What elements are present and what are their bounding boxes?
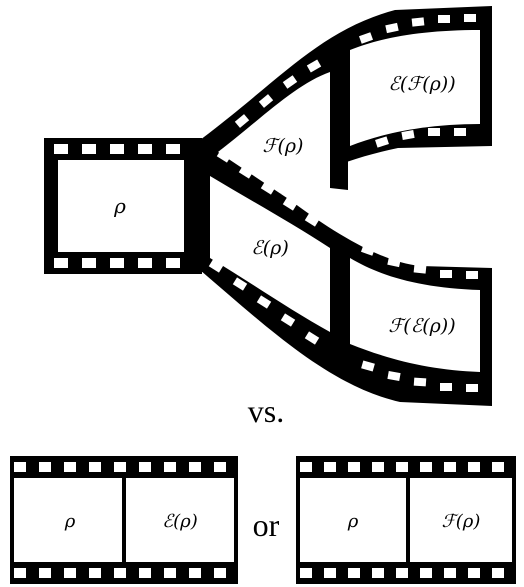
sprocket-hole <box>138 144 152 154</box>
sprocket-hole <box>189 462 201 472</box>
sprocket-hole <box>468 462 480 472</box>
separator-text: vs. <box>248 393 284 429</box>
left-strip-sprocket-holes-top <box>14 462 226 472</box>
sprocket-hole <box>89 462 101 472</box>
sprocket-hole <box>14 568 26 578</box>
sprocket-hole <box>348 568 360 578</box>
right-strip-frame-1 <box>300 478 406 562</box>
input-label: ρ <box>113 194 126 218</box>
upper-branch-film-strip <box>200 6 492 196</box>
sprocket-holes-bottom <box>54 258 180 268</box>
right-strip-second-label: ℱ(ρ) <box>442 511 481 532</box>
sprocket-hole <box>82 258 96 268</box>
sprocket-hole <box>110 144 124 154</box>
input-film-strip <box>44 138 202 274</box>
sprocket-hole <box>396 462 408 472</box>
sprocket-hole <box>214 568 226 578</box>
sprocket-hole <box>139 462 151 472</box>
upper-branch-label: ℱ(ρ) <box>263 135 304 157</box>
right-film-strip: ρ ℱ(ρ) <box>296 456 516 584</box>
sprocket-hole <box>164 568 176 578</box>
sprocket-hole <box>166 258 180 268</box>
sprocket-hole <box>492 462 504 472</box>
left-strip-frame-1 <box>14 478 122 562</box>
sprocket-hole <box>166 144 180 154</box>
sprocket-hole <box>139 568 151 578</box>
lower-branch-label: ℰ(ρ) <box>251 237 289 259</box>
sprocket-hole <box>492 568 504 578</box>
sprocket-hole <box>444 568 456 578</box>
sprocket-hole <box>189 568 201 578</box>
sprocket-hole <box>54 144 68 154</box>
lower-branch-film-strip <box>200 140 492 406</box>
left-strip-frame-2 <box>126 478 234 562</box>
lower-branch-sprocket-holes <box>208 149 478 392</box>
sprocket-hole <box>324 462 336 472</box>
sprocket-hole <box>324 568 336 578</box>
sprocket-hole <box>164 462 176 472</box>
right-strip-sprocket-holes-top <box>300 462 504 472</box>
sprocket-hole <box>114 462 126 472</box>
sprocket-hole <box>114 568 126 578</box>
sprocket-hole <box>138 258 152 268</box>
upper-branch-sprocket-holes <box>234 14 476 185</box>
left-film-strip: ρ ℰ(ρ) <box>10 456 238 584</box>
sprocket-hole <box>39 568 51 578</box>
sprocket-hole <box>64 568 76 578</box>
sprocket-hole <box>64 462 76 472</box>
sprocket-hole <box>300 568 312 578</box>
sprocket-hole <box>468 568 480 578</box>
right-strip-frame-2 <box>410 478 512 562</box>
or-connector: or <box>253 507 280 543</box>
branching-film-diagram: ρ ℱ(ρ) ℰ(ρ) ℰ(ℱ(ρ)) ℱ(ℰ(ρ)) <box>44 6 492 406</box>
left-strip-sprocket-holes-bottom <box>14 568 226 578</box>
sprocket-hole <box>348 462 360 472</box>
sprocket-hole <box>14 462 26 472</box>
sprocket-hole <box>372 568 384 578</box>
left-strip-first-label: ρ <box>64 511 76 532</box>
lower-output-label: ℱ(ℰ(ρ)) <box>388 315 455 337</box>
upper-output-label: ℰ(ℱ(ρ)) <box>388 73 455 95</box>
right-strip-first-label: ρ <box>347 511 359 532</box>
junction-bar <box>190 140 206 272</box>
sprocket-hole <box>300 462 312 472</box>
sprocket-hole <box>89 568 101 578</box>
sprocket-hole <box>110 258 124 268</box>
sprocket-hole <box>54 258 68 268</box>
sprocket-hole <box>82 144 96 154</box>
sprocket-hole <box>214 462 226 472</box>
sprocket-hole <box>39 462 51 472</box>
sprocket-hole <box>420 568 432 578</box>
right-strip-sprocket-holes-bottom <box>300 568 504 578</box>
sprocket-hole <box>396 568 408 578</box>
left-strip-second-label: ℰ(ρ) <box>162 511 198 532</box>
sprocket-hole <box>420 462 432 472</box>
sprocket-hole <box>444 462 456 472</box>
sprocket-holes-top <box>54 144 180 154</box>
sprocket-hole <box>372 462 384 472</box>
